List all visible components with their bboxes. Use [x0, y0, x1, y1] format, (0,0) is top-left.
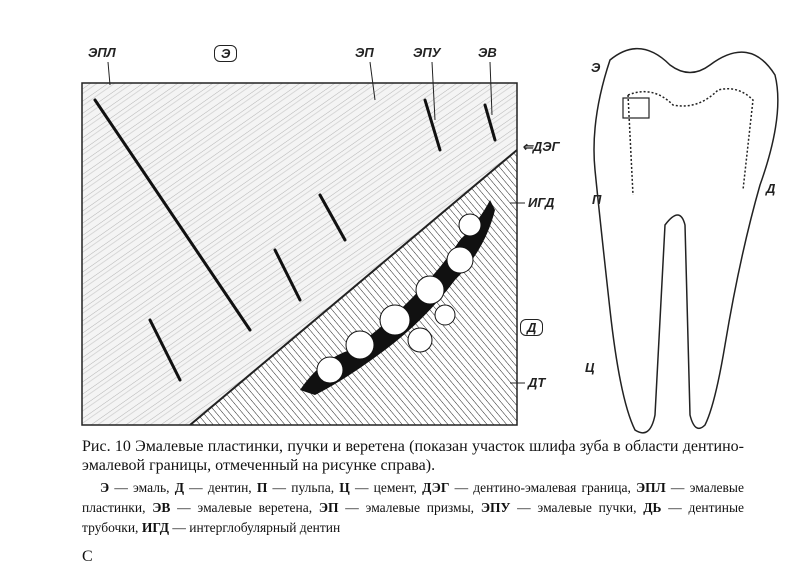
- label-epu: ЭПУ: [413, 45, 441, 60]
- legend-text: — дентиные трубочки,: [82, 500, 745, 535]
- label-deg: ⇐ДЭГ: [522, 139, 560, 154]
- legend-text: — дентино-эмалевая граница,: [449, 480, 637, 495]
- legend-text: — цемент,: [349, 480, 423, 495]
- legend-text: — дентин,: [184, 480, 257, 495]
- label-e-boxed: Э: [214, 45, 238, 62]
- arrow-left-icon: ⇐: [522, 139, 533, 154]
- legend-text: — эмалевые веретена,: [170, 500, 319, 515]
- enamel-lamellae: [93, 98, 497, 382]
- section-drawing: [82, 83, 517, 425]
- label-ep: ЭП: [355, 45, 374, 60]
- legend-text: — эмаль,: [109, 480, 175, 495]
- legend-abbr: ИГД: [141, 520, 170, 535]
- next-paragraph-start: С: [82, 548, 93, 565]
- legend-text: — эмалевые пучки,: [510, 500, 644, 515]
- legend-abbr: П: [256, 480, 268, 495]
- legend-abbr: Ц: [339, 480, 350, 495]
- legend-abbr: ЭПЛ: [636, 480, 666, 495]
- legend-abbr: ЭПУ: [480, 500, 511, 515]
- legend-abbr: Д: [174, 480, 184, 495]
- tooth-drawing: [593, 47, 779, 434]
- label-igd: ИГД: [528, 195, 555, 210]
- figure-caption: Рис. 10 Эмалевые пластинки, пучки и вере…: [82, 438, 744, 474]
- legend-text: — пульпа,: [267, 480, 340, 495]
- label-dt: ДТ: [528, 375, 546, 390]
- label-epl: ЭПЛ: [88, 45, 116, 60]
- legend-text: — интерглобулярный дентин: [169, 520, 341, 535]
- legend-text: — эмалевые призмы,: [338, 500, 481, 515]
- legend-abbr: ДЭГ: [422, 480, 450, 495]
- label-leaders: [107, 61, 525, 384]
- label-d-boxed: Д: [520, 319, 544, 336]
- label-ev: ЭВ: [478, 45, 497, 60]
- tooth-label-d: Д: [766, 181, 776, 196]
- tooth-label-e: Э: [591, 60, 601, 75]
- legend-text: — эмалевые пластинки,: [82, 480, 744, 515]
- figure-legend: Э — эмаль, Д — дентин, П — пульпа, Ц — ц…: [82, 478, 744, 538]
- legend-abbr: ЭВ: [152, 500, 171, 515]
- tooth-label-p: П: [592, 192, 602, 207]
- legend-abbr: ЭП: [318, 500, 339, 515]
- legend-abbr: ДЬ: [643, 500, 662, 515]
- legend-abbr: Э: [100, 480, 110, 495]
- tooth-label-ts: Ц: [585, 360, 595, 375]
